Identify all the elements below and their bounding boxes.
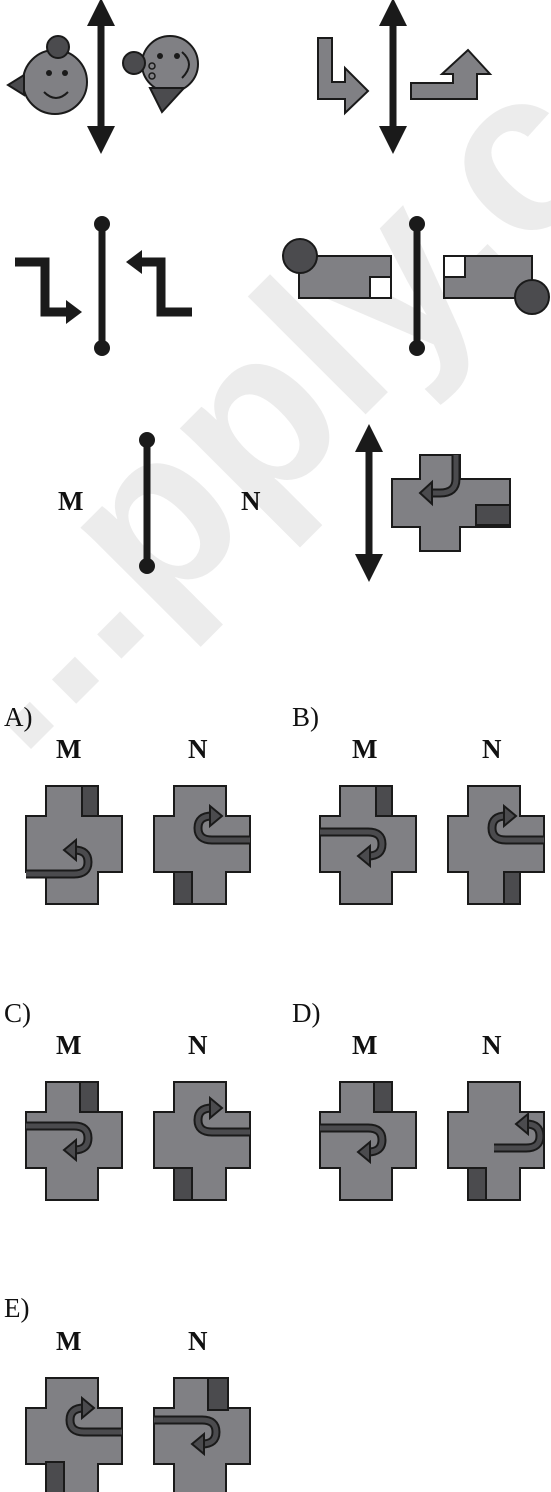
stair-arrow-right: [138, 257, 192, 317]
option-tile-n: [447, 1081, 545, 1201]
option-letter: C): [4, 998, 31, 1028]
arrow-shape-right: [410, 48, 493, 100]
face-left-beak: [6, 73, 25, 97]
option-tile-m: [319, 1081, 417, 1201]
option-b[interactable]: B) M N: [292, 702, 545, 905]
label-n: N: [241, 486, 261, 516]
watermark: ...pply.com: [0, 0, 551, 795]
option-tile-m: [319, 785, 417, 905]
option-tile-m: [25, 1081, 123, 1201]
option-tile-m: [25, 1377, 123, 1492]
option-label-n: N: [482, 1030, 502, 1060]
label-m: M: [58, 486, 83, 516]
option-label-m: M: [352, 1030, 377, 1060]
face-left: [22, 49, 88, 115]
option-tile-n: [447, 785, 545, 905]
option-e[interactable]: E) M N: [4, 1293, 251, 1492]
option-tile-n: [153, 1377, 251, 1492]
example-pair-stair-arrows: [15, 216, 192, 356]
option-letter: E): [4, 1293, 29, 1323]
example-pair-faces: [6, 0, 199, 154]
option-c[interactable]: C) M N: [4, 998, 251, 1201]
option-label-n: N: [188, 1326, 208, 1356]
option-letter: B): [292, 702, 319, 732]
question-tile: [391, 454, 511, 552]
option-label-n: N: [188, 734, 208, 764]
option-letter: A): [4, 702, 33, 732]
stair-arrow-left: [15, 257, 70, 317]
question-row: M N: [58, 424, 511, 582]
option-label-m: M: [56, 734, 81, 764]
face-left-bump: [46, 35, 70, 59]
option-d[interactable]: D) M N: [292, 998, 545, 1201]
option-tile-n: [153, 1081, 251, 1201]
example-pair-rectangles: [282, 216, 550, 356]
rect-right-circle: [514, 279, 550, 315]
option-letter: D): [292, 998, 321, 1028]
example-pair-l-arrows: [317, 0, 493, 154]
face-right-bump: [122, 51, 146, 75]
face-right-cone: [148, 87, 187, 114]
option-label-m: M: [56, 1030, 81, 1060]
option-label-n: N: [188, 1030, 208, 1060]
option-tile-n: [153, 785, 251, 905]
option-label-n: N: [482, 734, 502, 764]
rect-left-circle: [282, 238, 318, 274]
option-label-m: M: [56, 1326, 81, 1356]
option-tile-m: [25, 785, 123, 905]
option-a[interactable]: A) M N: [4, 702, 251, 905]
arrow-shape-left: [317, 37, 370, 116]
option-label-m: M: [352, 734, 377, 764]
